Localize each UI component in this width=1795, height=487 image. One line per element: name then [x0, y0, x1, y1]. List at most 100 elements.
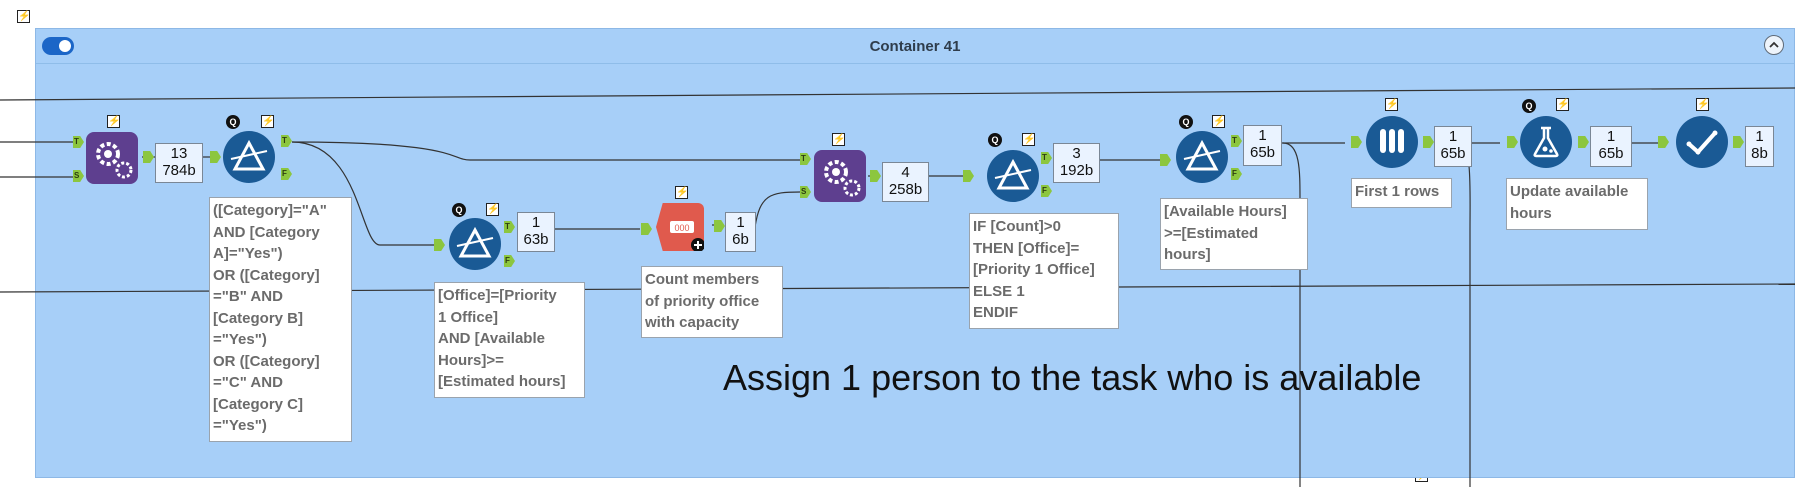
checkmark-icon — [1686, 130, 1718, 155]
tool-annotation: ([Category]="A" AND [Category A]="Yes") … — [209, 197, 352, 442]
filter-prism-icon — [1183, 139, 1221, 171]
false-anchor[interactable]: F — [281, 168, 292, 180]
record-size: 192b — [1059, 162, 1094, 179]
tool-annotation: [Office]=[Priority 1 Office] AND [Availa… — [434, 282, 585, 398]
true-anchor[interactable]: T — [1231, 135, 1242, 147]
q-badge-icon: Q — [226, 115, 240, 129]
input-anchor[interactable] — [641, 223, 652, 235]
formula-tool[interactable] — [1520, 116, 1572, 168]
wire — [0, 87, 1795, 101]
input-anchor[interactable] — [1160, 154, 1171, 166]
record-rows: 4 — [901, 164, 910, 181]
record-rows: 1 — [531, 214, 541, 231]
wire — [1459, 144, 1471, 487]
q-badge-icon: Q — [1522, 99, 1536, 113]
count-records-tool[interactable]: 000 — [656, 203, 704, 251]
input-anchor-true[interactable]: T — [800, 153, 811, 165]
record-rows: 1 — [1755, 128, 1764, 145]
filter-tool[interactable] — [449, 218, 501, 270]
lightning-flag-icon: ⚡ — [1556, 98, 1570, 111]
sample-tool[interactable] — [1366, 116, 1418, 168]
wire — [754, 191, 801, 228]
collapse-button[interactable] — [1764, 35, 1784, 55]
select-tool[interactable] — [1676, 116, 1728, 168]
toggle-knob — [59, 40, 71, 52]
true-anchor[interactable]: T — [1041, 152, 1052, 164]
input-anchor-source[interactable]: S — [73, 170, 84, 182]
lightning-flag-icon: ⚡ — [1385, 98, 1399, 111]
lightning-flag-icon: ⚡ — [675, 186, 689, 199]
container-comment: Assign 1 person to the task who is avail… — [723, 357, 1422, 398]
input-anchor[interactable] — [434, 239, 445, 251]
tool-annotation: Count members of priority office with ca… — [641, 266, 783, 338]
input-anchor[interactable] — [1658, 136, 1669, 148]
false-anchor[interactable]: F — [1231, 168, 1242, 180]
record-count-box: 13 784b — [155, 143, 203, 183]
gear-macro-tool[interactable] — [86, 132, 138, 184]
input-anchor[interactable] — [210, 151, 221, 163]
input-anchor[interactable] — [1351, 136, 1362, 148]
record-size: 65b — [1598, 145, 1624, 162]
q-badge-icon: Q — [1179, 115, 1193, 129]
filter-tool[interactable] — [223, 131, 275, 183]
record-rows: 1 — [1448, 128, 1458, 145]
lightning-flag-icon: ⚡ — [1696, 98, 1710, 111]
filter-tool[interactable] — [1176, 131, 1228, 183]
record-size: 65b — [1440, 145, 1466, 162]
record-size: 65b — [1249, 144, 1276, 161]
wire — [291, 141, 434, 246]
input-anchor[interactable] — [963, 170, 974, 182]
q-badge-icon: Q — [988, 133, 1002, 147]
output-anchor[interactable] — [143, 151, 154, 163]
record-count-box: 1 6b — [725, 212, 756, 252]
lightning-flag-icon: ⚡ — [261, 115, 275, 128]
record-count-box: 3 192b — [1053, 143, 1100, 183]
record-size: 784b — [162, 162, 196, 179]
record-size: 8b — [1751, 145, 1768, 162]
record-rows: 3 — [1072, 145, 1081, 162]
tool-annotation: [Available Hours] >=[Estimated hours] — [1160, 198, 1308, 270]
chevron-up-icon — [1769, 41, 1779, 48]
true-anchor[interactable]: T — [504, 221, 515, 233]
record-count-box: 4 258b — [882, 162, 929, 202]
record-size: 258b — [888, 181, 923, 198]
container-header: Container 41 — [36, 29, 1794, 64]
tool-annotation: Update available hours — [1506, 178, 1648, 230]
gear-macro-tool[interactable] — [814, 150, 866, 202]
test-tubes-icon — [1380, 129, 1404, 153]
output-anchor[interactable] — [1733, 136, 1744, 148]
filter-prism-icon — [230, 139, 268, 171]
output-anchor[interactable] — [1578, 136, 1589, 148]
output-anchor[interactable] — [714, 220, 725, 232]
record-size: 6b — [732, 231, 749, 248]
svg-text:000: 000 — [674, 223, 689, 233]
record-size: 63b — [523, 231, 549, 248]
output-anchor[interactable] — [870, 170, 881, 182]
lightning-flag-icon: ⚡ — [1212, 115, 1226, 128]
input-anchor-source[interactable]: S — [800, 186, 811, 198]
lightning-flag-icon: ⚡ — [107, 115, 121, 128]
record-rows: 13 — [170, 145, 188, 162]
record-count-box: 1 63b — [517, 212, 555, 252]
count-records-icon: 000 — [670, 221, 704, 251]
flask-icon — [1533, 126, 1559, 158]
record-count-box: 1 65b — [1590, 126, 1632, 167]
tool-annotation: IF [Count]>0 THEN [Office]= [Priority 1 … — [969, 213, 1119, 329]
lightning-flag-icon: ⚡ — [1022, 133, 1036, 146]
gear-plus-icon — [824, 160, 861, 197]
lightning-flag-icon: ⚡ — [17, 10, 31, 23]
wire — [1282, 142, 1301, 487]
input-anchor[interactable] — [1507, 136, 1518, 148]
record-rows: 1 — [1258, 127, 1267, 144]
container-enable-toggle[interactable] — [42, 37, 74, 55]
q-badge-icon: Q — [452, 203, 466, 217]
true-anchor[interactable]: T — [281, 135, 292, 147]
record-rows: 1 — [736, 214, 745, 231]
false-anchor[interactable]: F — [1041, 185, 1052, 197]
lightning-flag-icon: ⚡ — [832, 133, 846, 146]
input-anchor-true[interactable]: T — [73, 136, 84, 148]
output-anchor[interactable] — [1423, 136, 1434, 148]
filter-tool[interactable] — [987, 150, 1039, 202]
record-count-box: 1 8b — [1745, 126, 1774, 167]
false-anchor[interactable]: F — [504, 255, 515, 267]
